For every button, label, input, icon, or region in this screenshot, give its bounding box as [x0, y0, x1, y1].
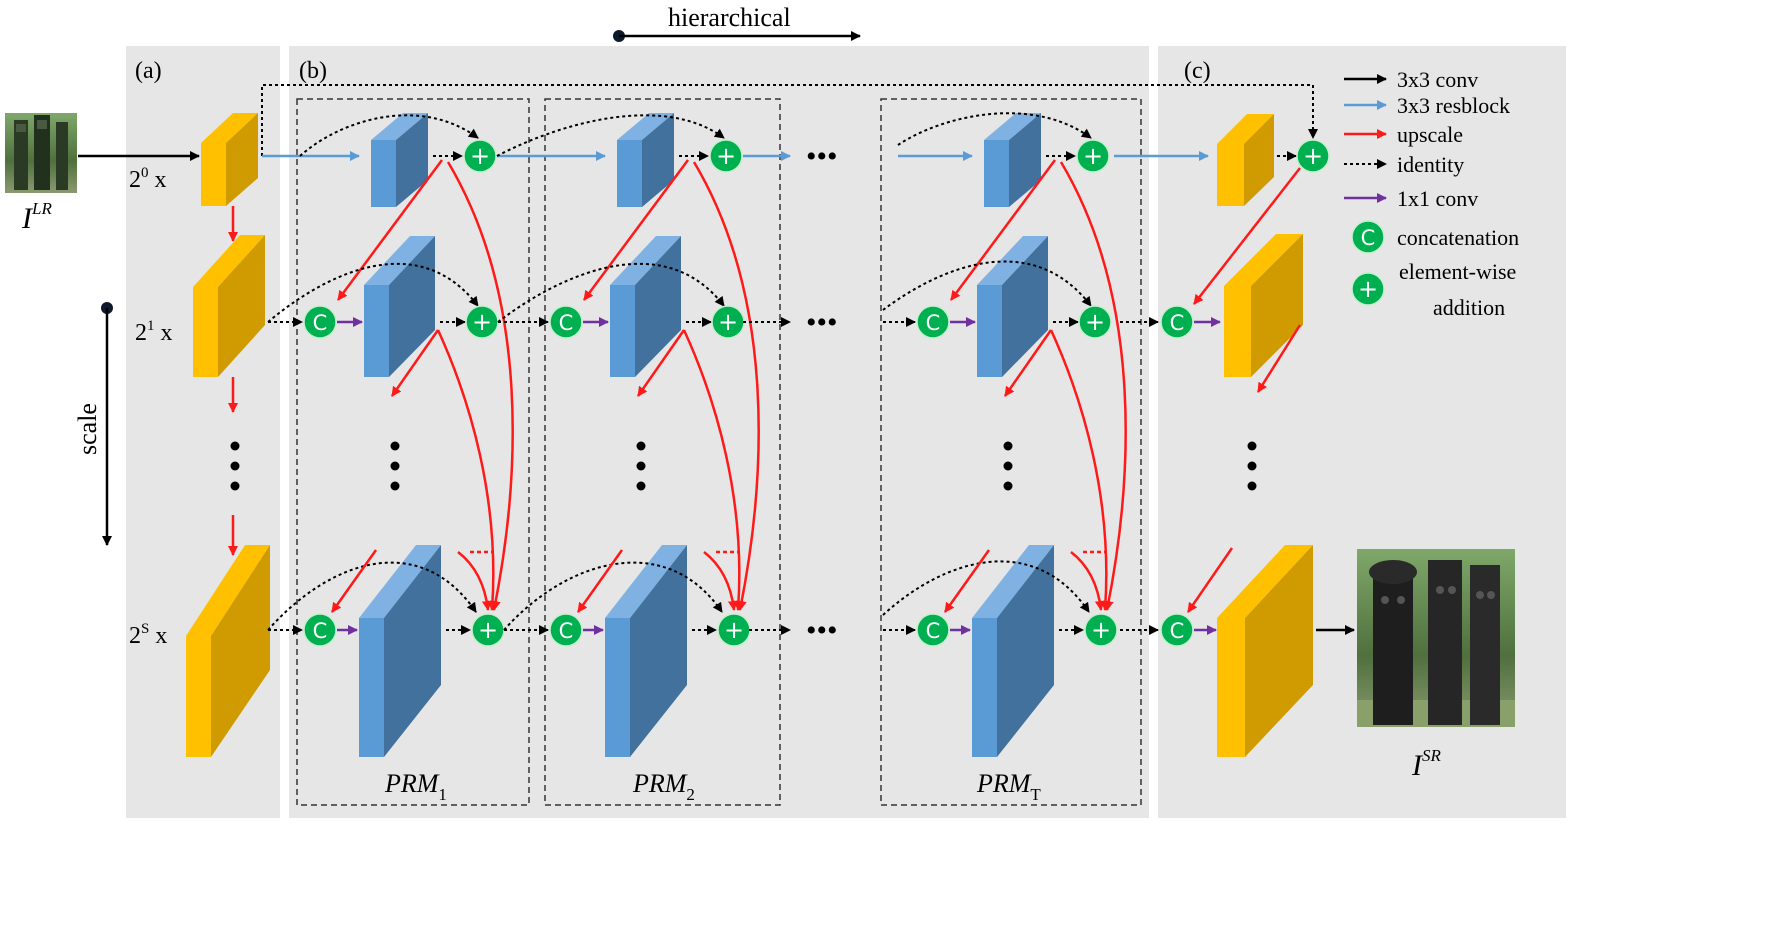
ellipsis-row0: •••	[806, 140, 838, 173]
prm-boxes	[296, 98, 1142, 806]
ellipsis-row1: •••	[806, 306, 838, 339]
svg-text:C: C	[1170, 619, 1185, 643]
svg-text:+: +	[478, 616, 498, 644]
legend-add-icon	[1351, 272, 1385, 306]
legend-concat: concatenation	[1397, 225, 1519, 250]
prm-connections-1: + C + C +	[262, 114, 514, 647]
input-image	[5, 113, 77, 193]
prm-connections-t: + C + C +	[882, 112, 1127, 647]
legend-identity: identity	[1397, 152, 1464, 177]
legend-conv1: 1x1 conv	[1397, 186, 1478, 211]
resblock-rows	[359, 545, 441, 757]
hierarchical-label: hierarchical	[668, 3, 791, 32]
prm-module-2	[605, 113, 687, 757]
row-label-s: 2S x	[129, 621, 167, 649]
legend-add-line2: addition	[1433, 295, 1505, 320]
svg-text:+: +	[718, 308, 738, 336]
ellipsis-rows: •••	[806, 614, 838, 647]
svg-text:+: +	[470, 142, 490, 170]
legend-add-line1: element-wise	[1399, 259, 1516, 284]
panel-label-a: (a)	[135, 58, 162, 84]
svg-text:C: C	[926, 619, 941, 643]
svg-text:+: +	[716, 142, 736, 170]
prm-box-t	[880, 98, 1142, 806]
scale-axis: scale	[73, 302, 113, 546]
legend-conv3: 3x3 conv	[1397, 67, 1478, 92]
prm-module-1	[359, 113, 441, 757]
svg-text:+: +	[472, 308, 492, 336]
a-vertical-dots	[230, 441, 240, 491]
prm-box-1	[296, 98, 530, 806]
svg-text:C: C	[1170, 311, 1185, 335]
svg-text:C: C	[559, 311, 574, 335]
panel-c-content: + C C	[1114, 114, 1355, 757]
panel-label-c: (c)	[1184, 58, 1211, 84]
legend-concat-symbol: C	[1361, 226, 1376, 250]
legend-resblock: 3x3 resblock	[1397, 93, 1510, 118]
hierarchy-ellipsis: ••• ••• •••	[743, 140, 838, 647]
svg-text:+: +	[1085, 308, 1105, 336]
legend-upscale: upscale	[1397, 122, 1463, 147]
resblock-row1	[364, 236, 435, 377]
panel-label-b: (b)	[299, 58, 327, 84]
svg-text:+: +	[724, 616, 744, 644]
resblock-row0	[371, 113, 428, 207]
legend-concat-icon	[1351, 220, 1385, 254]
svg-text:+: +	[1303, 142, 1323, 170]
prm-label-t: PRMT	[976, 769, 1041, 804]
row-label-0: 20 x	[129, 165, 167, 193]
svg-text:C: C	[313, 311, 328, 335]
output-image	[1357, 549, 1515, 727]
prm-label-1: PRM1	[384, 769, 447, 804]
prm-label-2: PRM2	[632, 769, 695, 804]
prm-connections-2: + C + C +	[496, 114, 760, 647]
row-label-1: 21 x	[135, 318, 173, 346]
scale-label: scale	[73, 403, 102, 455]
svg-text:+: +	[1091, 616, 1111, 644]
legend: 3x3 conv 3x3 resblock upscale identity 1…	[1344, 67, 1519, 320]
global-identity-path	[261, 84, 1318, 156]
output-label: ISR	[1411, 746, 1442, 782]
svg-text:C: C	[559, 619, 574, 643]
hierarchical-axis: hierarchical	[613, 3, 861, 42]
panel-backgrounds	[126, 46, 1566, 818]
legend-add-symbol: +	[1358, 275, 1378, 303]
prm-module-t	[972, 113, 1054, 757]
input-label: ILR	[21, 199, 52, 235]
svg-text:+: +	[1083, 142, 1103, 170]
svg-text:C: C	[926, 311, 941, 335]
svg-text:C: C	[313, 619, 328, 643]
panel-a-features	[186, 113, 270, 757]
